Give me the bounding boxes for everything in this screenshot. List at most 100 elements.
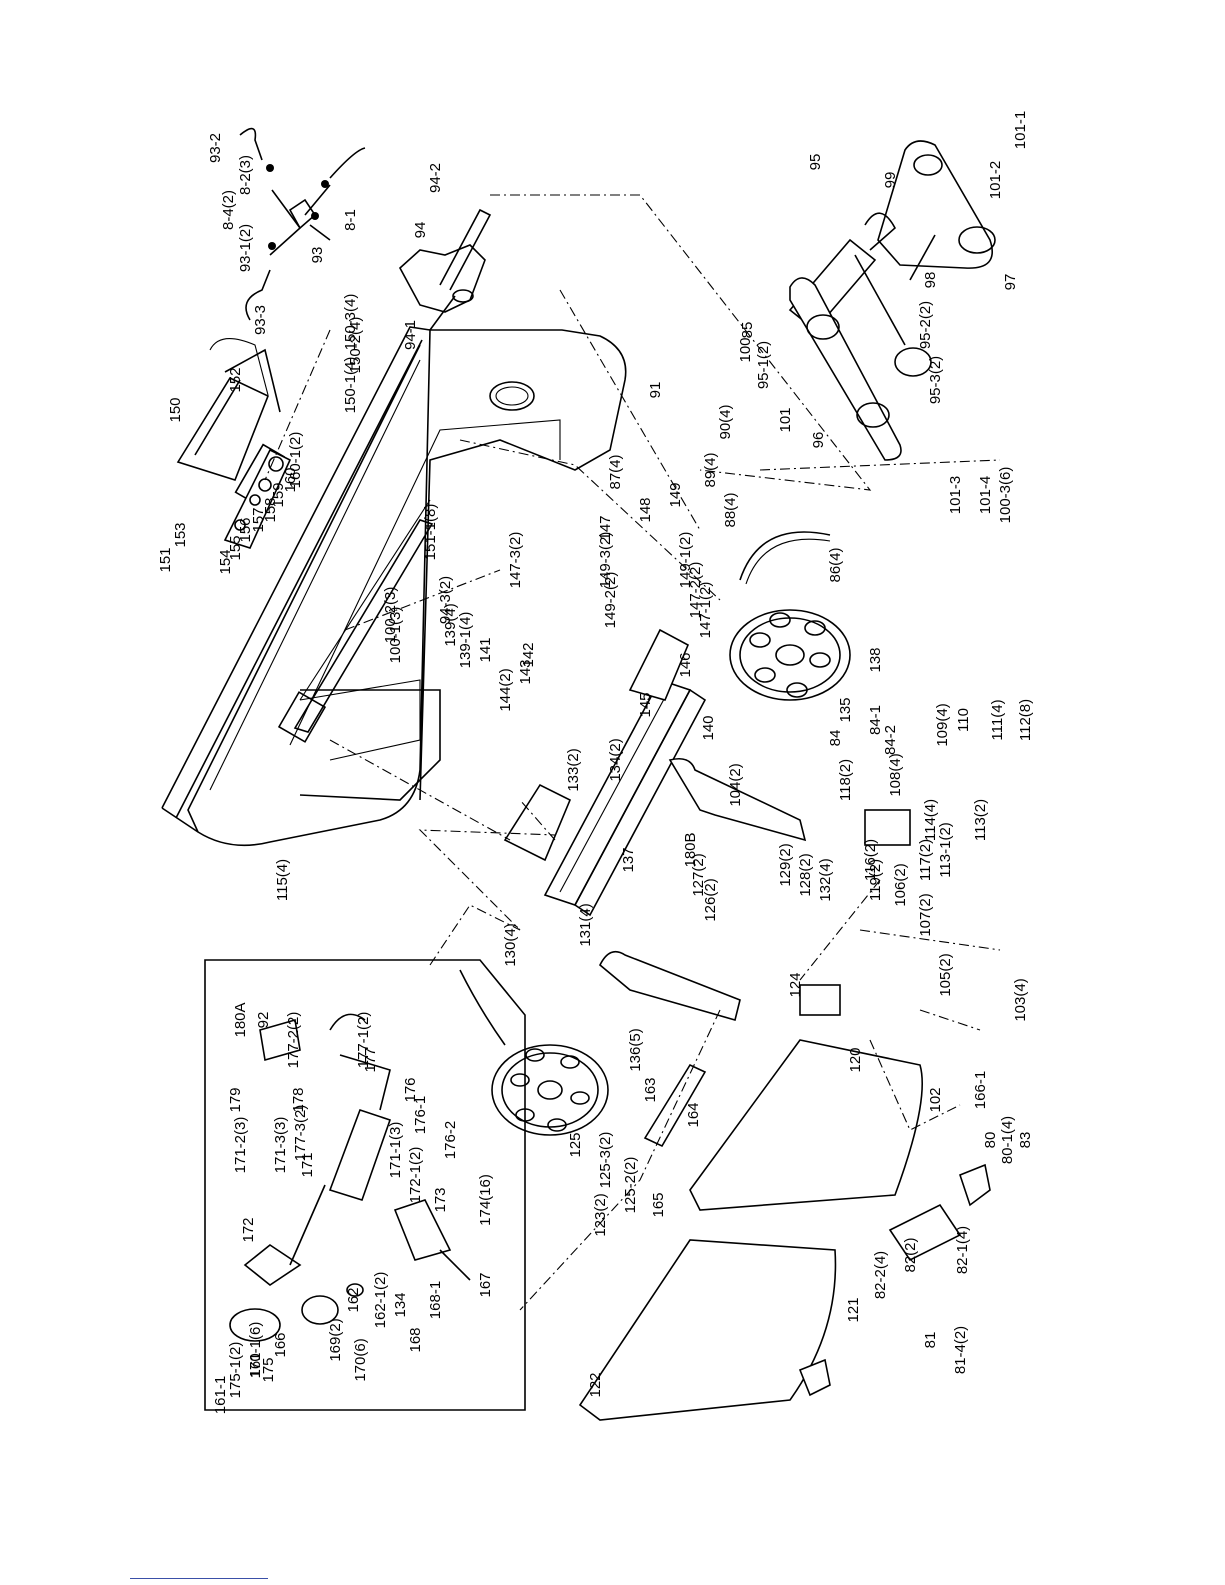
part-label: 101-4	[977, 476, 994, 514]
part-label: 144(2)	[497, 668, 514, 711]
alignment-lines	[264, 194, 1001, 1311]
part-label: 91	[647, 382, 664, 399]
part-label: 171	[299, 1152, 316, 1177]
part-label: 95-1(2)	[755, 341, 772, 389]
part-label: 102	[927, 1087, 944, 1112]
part-label: 94-3(2)	[437, 576, 454, 624]
part-label: 151	[157, 547, 174, 572]
guide-arms	[599, 757, 911, 1021]
part-label: 165	[650, 1192, 667, 1217]
part-label: 120	[847, 1047, 864, 1072]
part-label: 168-1	[427, 1281, 444, 1319]
part-label: 108(4)	[887, 753, 904, 796]
part-label: 175-1(2)	[227, 1342, 244, 1399]
part-label: 110	[955, 708, 972, 732]
part-label: 149-1(2)	[677, 532, 694, 589]
part-label: 159	[270, 482, 287, 507]
footer-link-rule	[130, 1578, 268, 1579]
part-labels: 93-28-2(3)8-4(2)93-1(2)938-193-394-29494…	[157, 111, 1034, 1414]
part-label: 141	[477, 637, 494, 662]
part-label: 157	[250, 507, 267, 532]
part-label: 113-1(2)	[937, 822, 954, 878]
part-label: 119(2)	[867, 859, 884, 901]
part-label: 161-1	[212, 1376, 229, 1414]
part-label: 82-2(4)	[872, 1251, 889, 1299]
part-label: 99	[882, 172, 899, 189]
part-label: 173	[432, 1187, 449, 1212]
part-label: 176-2	[442, 1121, 459, 1159]
part-label: 177-3(2)	[292, 1105, 309, 1162]
part-label: 131(4)	[577, 903, 594, 946]
part-label: 162	[345, 1287, 362, 1312]
part-label: 147-3(2)	[507, 532, 524, 589]
part-label: 122	[587, 1372, 604, 1397]
part-label: 136(5)	[627, 1028, 644, 1071]
part-label: 101-3	[947, 476, 964, 514]
part-label: 96	[810, 432, 827, 449]
part-label: 171-1(3)	[387, 1122, 404, 1179]
part-label: 101-2	[987, 161, 1004, 199]
part-label: 156	[237, 517, 254, 542]
part-label: 155	[227, 535, 244, 560]
drive-wheel	[729, 609, 851, 701]
part-label: 117(2)	[917, 839, 934, 881]
guide-bar	[503, 628, 707, 917]
part-label: 80-1(4)	[999, 1116, 1016, 1164]
part-label: 135	[837, 697, 854, 722]
part-label: 149	[667, 482, 684, 507]
part-label: 180B	[682, 832, 699, 867]
part-label: 121	[845, 1297, 862, 1322]
part-label: 106(2)	[892, 863, 909, 906]
part-label: 178	[290, 1087, 307, 1112]
part-label: 100	[737, 337, 754, 362]
part-label: 158	[262, 497, 279, 522]
tension-arm-assembly	[788, 140, 996, 461]
part-label: 177-2(2)	[285, 1012, 302, 1069]
part-label: 150-3(4)	[342, 294, 359, 351]
part-label: 160	[282, 467, 299, 492]
part-label: 153	[172, 522, 189, 547]
part-label: 139-1(4)	[457, 612, 474, 669]
part-label: 154	[217, 549, 234, 574]
part-label: 171-3(3)	[272, 1117, 289, 1174]
part-label: 94	[412, 222, 429, 239]
part-label: 84-1	[867, 705, 884, 735]
part-label: 109(4)	[934, 703, 951, 746]
blade-covers	[578, 1039, 991, 1421]
part-label: 151-1(8)	[422, 504, 439, 561]
part-label: 148	[637, 497, 654, 522]
part-label: 94-2	[427, 163, 444, 193]
part-label: 125-2(2)	[622, 1157, 639, 1214]
part-label: 175	[260, 1357, 277, 1382]
part-label: 149-2(2)	[602, 572, 619, 629]
inset-box	[204, 959, 526, 1411]
part-label: 163	[642, 1077, 659, 1102]
part-label: 125-3(2)	[597, 1132, 614, 1189]
guard-bar	[293, 499, 434, 733]
part-label: 100-2(3)	[382, 587, 399, 644]
part-label: 101	[777, 407, 794, 432]
part-label: 93	[309, 247, 326, 264]
part-label: 160-1(2)	[287, 432, 304, 489]
part-label: 145	[637, 692, 654, 717]
part-label: 179	[227, 1087, 244, 1112]
part-label: 107(2)	[917, 893, 934, 936]
part-label: 8-2(3)	[237, 155, 254, 195]
tube-connector-cluster	[239, 127, 366, 321]
part-label: 100-3(6)	[997, 467, 1014, 524]
part-label: 113(2)	[972, 799, 989, 841]
part-label: 162-1(2)	[372, 1272, 389, 1329]
part-label: 80	[982, 1132, 999, 1149]
part-label: 94-1	[402, 320, 419, 350]
part-label: 124	[787, 972, 804, 997]
part-label: 176	[402, 1077, 419, 1102]
part-label: 118(2)	[837, 759, 854, 801]
part-label: 92	[255, 1012, 272, 1029]
part-label: 90(4)	[717, 404, 734, 439]
part-label: 126(2)	[702, 878, 719, 921]
part-label: 93-2	[207, 133, 224, 163]
part-label: 138	[867, 647, 884, 672]
part-label: 166	[272, 1332, 289, 1357]
part-label: 111(4)	[989, 699, 1006, 740]
part-label: 177-1(2)	[355, 1012, 372, 1069]
